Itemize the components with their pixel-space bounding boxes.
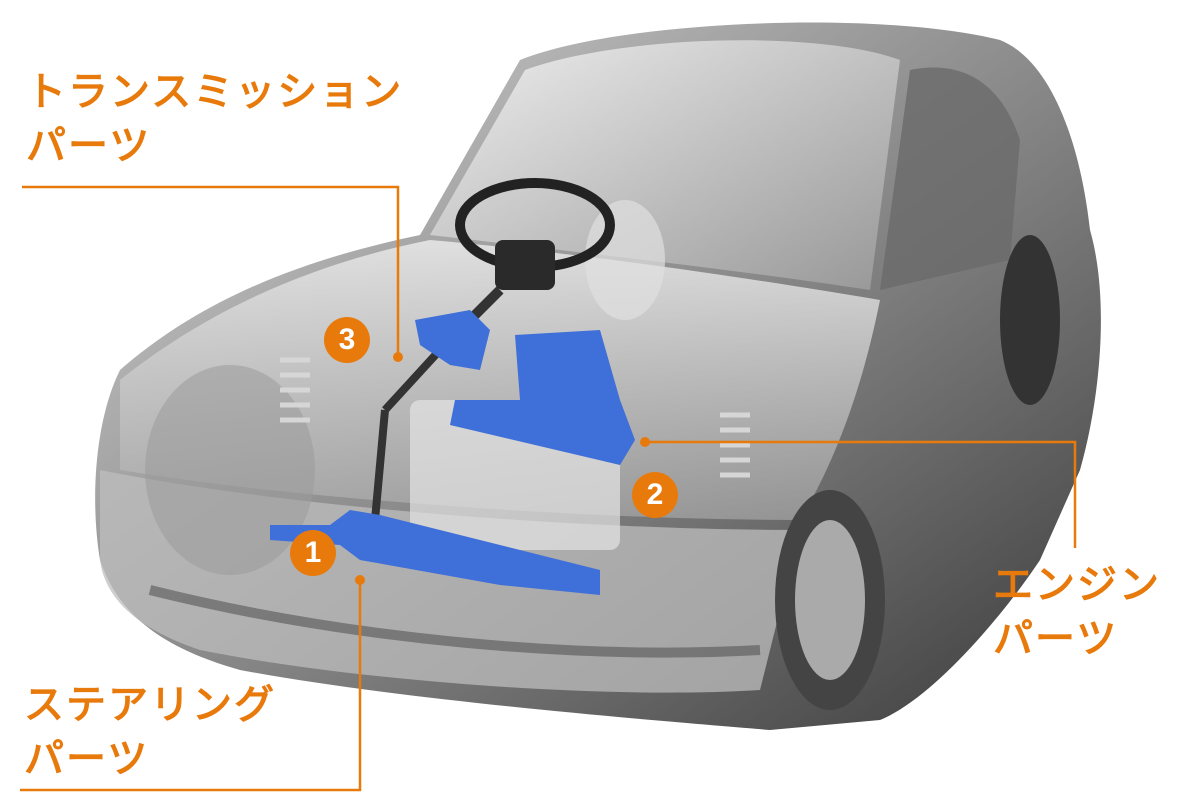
callout-badge-3: 3	[324, 317, 370, 363]
label-line-2: パーツ	[24, 736, 150, 782]
engine-intake-manifold	[450, 330, 635, 465]
leader-lines	[20, 185, 1077, 792]
rear-right-wheel	[1000, 235, 1060, 405]
front-springs	[280, 357, 750, 478]
callout-badge-1: 1	[290, 530, 336, 576]
label-line-2: パーツ	[26, 123, 152, 169]
label-line-1: トランスミッション	[26, 69, 404, 115]
transmission-parts-label: トランスミッション パーツ	[26, 65, 403, 173]
rear-left-wheel	[585, 200, 665, 320]
highlighted-parts	[270, 310, 635, 595]
transmission-part	[415, 310, 490, 370]
label-line-2: パーツ	[993, 616, 1119, 662]
callout-badge-2: 2	[632, 472, 678, 518]
engine-parts-label: エンジン パーツ	[993, 558, 1161, 666]
front-left-wheel	[145, 365, 315, 575]
steering-rack	[270, 510, 600, 595]
label-line-1: エンジン	[993, 562, 1161, 608]
windshield	[430, 40, 900, 290]
label-line-1: ステアリング	[24, 682, 276, 728]
steering-parts-label: ステアリング パーツ	[24, 678, 276, 786]
side-window	[880, 67, 1020, 290]
